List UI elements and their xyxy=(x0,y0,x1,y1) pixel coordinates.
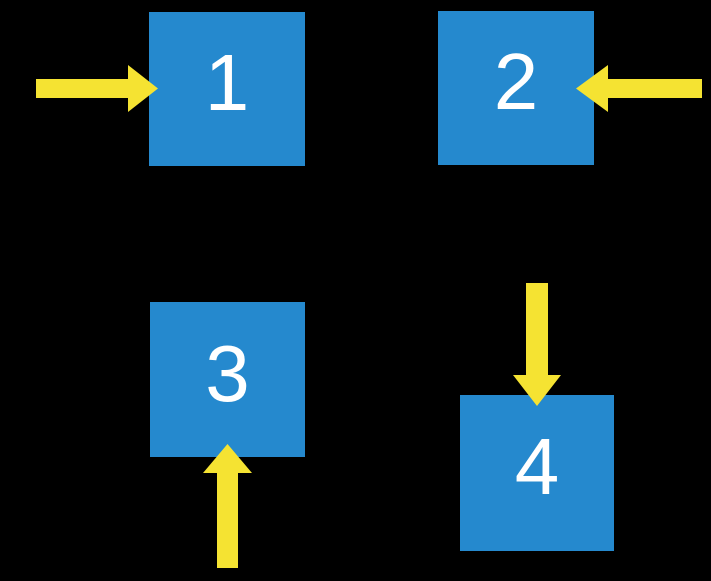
box-4: 4 xyxy=(460,395,614,551)
box-3: 3 xyxy=(150,302,305,457)
arrow-left-icon xyxy=(576,65,702,112)
arrow-up-icon xyxy=(203,444,252,568)
box-1: 1 xyxy=(149,12,305,166)
arrow-down-icon xyxy=(513,283,561,406)
box-2: 2 xyxy=(438,11,594,165)
box-3-label: 3 xyxy=(205,328,250,418)
arrow-right-icon xyxy=(36,65,158,112)
box-4-label: 4 xyxy=(514,422,560,511)
box-1-label: 1 xyxy=(204,38,250,127)
box-2-label: 2 xyxy=(493,37,539,126)
